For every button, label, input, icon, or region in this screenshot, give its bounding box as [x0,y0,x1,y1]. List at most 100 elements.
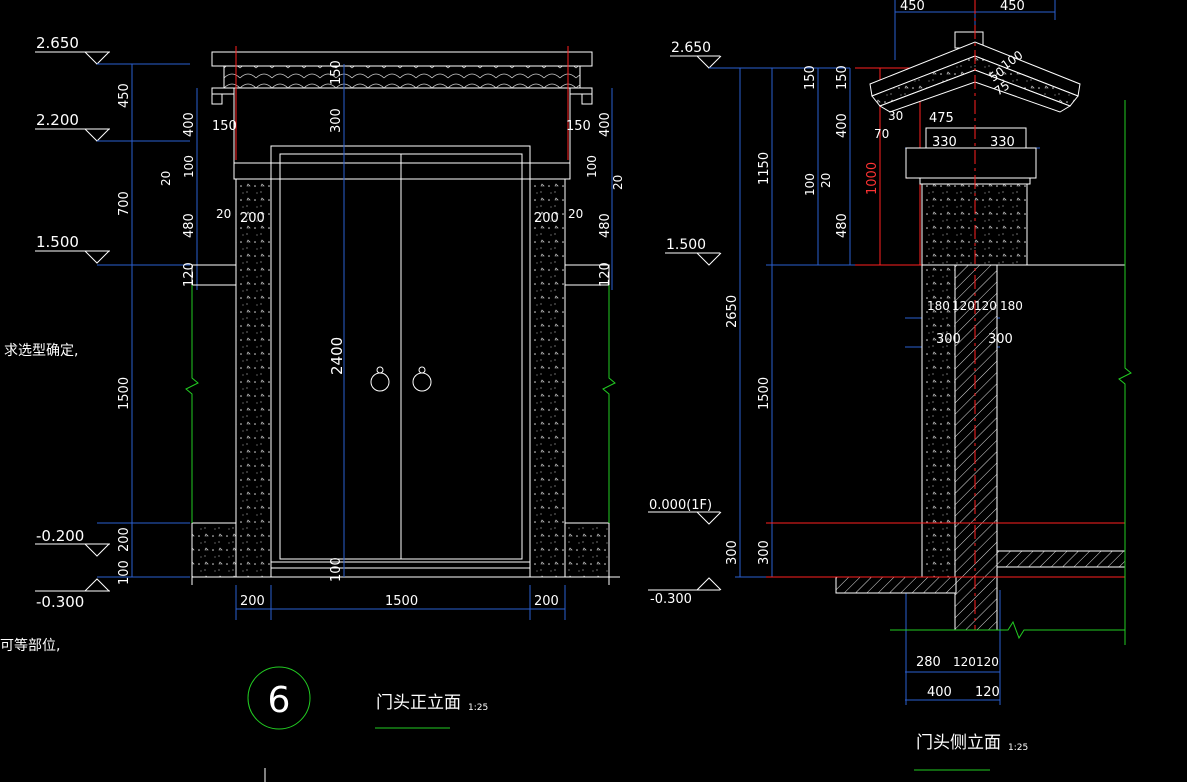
dim-100-bottom: 100 [329,557,344,582]
level-label-2200: 2.200 [36,111,79,129]
level-marker-m0200-front: -0.200 [35,522,190,557]
side-dim-180a: 180 [927,299,950,313]
dim-200-bottom-left: 200 [240,594,265,609]
side-dim-120e: 120 [975,685,1000,700]
dim-100b-left: 100 [182,155,196,178]
level-marker-1500-side: 1.500 [665,237,722,266]
dim-150-left: 150 [212,119,237,134]
side-dim-top-450a: 450 [900,0,925,14]
level-label-m0200: -0.200 [36,527,84,545]
side-level-2650: 2.650 [671,40,711,56]
side-dim-120d: 120 [976,655,999,669]
level-marker-m0300-front: -0.300 [35,576,190,611]
front-bottom-dim-chain [235,585,566,620]
gate-lintel [233,87,571,164]
side-dim-top-450b: 450 [1000,0,1025,14]
side-dim-475: 475 [929,111,954,126]
dim-20-left: 20 [159,171,173,186]
side-dim-120b: 120 [974,299,997,313]
front-left-dim-chain [127,63,198,578]
detail-number: 6 [268,680,291,721]
level-marker-2650-side: 2.650 [670,40,850,69]
dim-700: 700 [117,191,132,216]
dim-480-left: 480 [182,213,197,238]
side-dim-480: 480 [835,213,850,238]
note-text-2: 可等部位, [0,637,60,654]
dim-200: 200 [117,527,132,552]
door-knocker-right-icon [412,372,432,392]
dim-200-bottom-right: 200 [534,594,559,609]
side-dim-300a: 300 [725,540,740,565]
side-dim-20: 20 [819,173,833,188]
level-marker-2200-front: 2.200 [35,111,190,142]
dim-400-right: 400 [598,112,613,137]
side-dim-280: 280 [916,655,941,670]
dim-120-left: 120 [182,262,197,287]
dim-20-inner-left: 20 [216,207,231,221]
side-elevation-title: 门头侧立面 [916,733,1001,753]
side-dim-330a: 330 [932,135,957,150]
side-dim-2650: 2650 [725,295,740,328]
front-elevation-scale: 1:25 [468,703,488,713]
dim-100-right: 100 [585,155,599,178]
detail-number-circle [247,666,311,730]
front-title-block: 6 门头正立面 1:25 [247,666,488,730]
side-green-lines [890,100,1132,645]
side-column-lower [921,264,956,578]
side-dim-120a: 120 [952,299,975,313]
side-elevation: 2.650 1.500 0.000(1F) -0.300 [648,0,1132,705]
left-pillar [235,178,272,578]
level-marker-m0300-side: -0.300 [648,577,722,607]
dim-100: 100 [117,560,132,585]
dim-450: 450 [117,83,132,108]
side-dim-180b: 180 [1000,299,1023,313]
dim-20-inner-right: 20 [568,207,583,221]
level-marker-2650-front: 2.650 [35,34,190,65]
double-door [270,145,531,578]
side-level-m0300: -0.300 [650,592,692,607]
side-wall-section [954,264,998,631]
side-floor-slab [996,550,1126,568]
level-label-1500: 1.500 [36,233,79,251]
side-dim-150a: 150 [803,65,818,90]
side-dim-300r: 300 [988,332,1013,347]
right-pillar [529,178,566,578]
level-marker-0000-side: 0.000(1F) [648,498,722,525]
dim-200-inner-right: 200 [534,211,559,226]
side-dim-400b: 400 [927,685,952,700]
dim-120-right: 120 [598,262,613,287]
side-dim-330b: 330 [990,135,1015,150]
front-elevation-title: 门头正立面 [376,693,461,713]
break-lines-front [185,285,616,523]
side-dim-1500: 1500 [757,377,772,410]
side-dim-120c: 120 [953,655,976,669]
side-column-upper [921,183,1028,266]
front-elevation: 2.650 2.200 1.500 -0.200 -0.300 [35,34,625,620]
side-dim-300b: 300 [757,540,772,565]
side-level-1500: 1.500 [666,237,706,253]
side-level-0000: 0.000(1F) [649,498,712,513]
level-label-m0300: -0.300 [36,593,84,611]
dim-400-left: 400 [182,112,197,137]
dim-200-inner-left: 200 [240,211,265,226]
dim-1500-bottom: 1500 [385,594,418,609]
side-title-block: 门头侧立面 1:25 [914,733,1028,771]
level-marker-1500-front: 1.500 [35,233,190,266]
side-dim-70: 70 [874,127,889,141]
side-dim-100: 100 [803,173,817,196]
side-foundation [835,576,957,594]
side-dim-30: 30 [888,109,903,123]
note-text-1: 求选型确定, [4,343,78,359]
dim-2400: 2400 [328,337,346,375]
side-dim-400: 400 [835,113,850,138]
axis-lines-front [235,46,569,160]
side-dim-150b: 150 [835,65,850,90]
level-label-2650: 2.650 [36,34,79,52]
dim-150-right: 150 [566,119,591,134]
dim-300: 300 [329,108,344,133]
door-knocker-left-icon [370,372,390,392]
dim-1500: 1500 [117,377,132,410]
side-red-lines [766,0,1125,630]
dim-150-top: 150 [329,60,344,85]
